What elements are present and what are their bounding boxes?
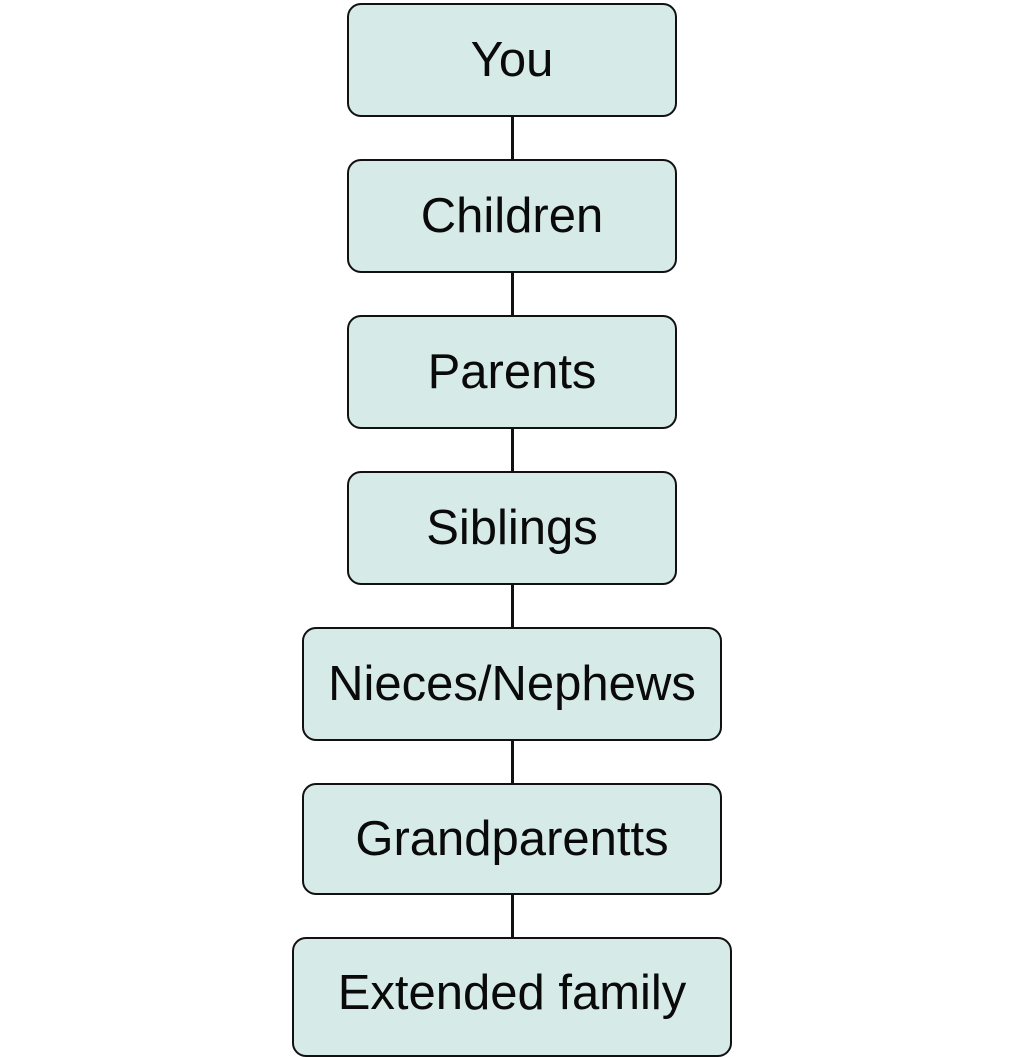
node-label: Nieces/Nephews (328, 657, 696, 711)
connector-line (511, 273, 514, 316)
node-you: You (347, 3, 677, 117)
connector-line (511, 741, 514, 784)
connector-line (511, 585, 514, 628)
node-label: Children (420, 189, 604, 243)
node-parents: Parents (347, 315, 677, 429)
node-label: Grandparentts (355, 812, 669, 866)
node-label: Extended family (337, 966, 687, 1020)
node-extended-family: Extended family (292, 937, 732, 1057)
node-children: Children (347, 159, 677, 273)
node-label: Siblings (426, 501, 598, 555)
connector-line (511, 429, 514, 472)
connector-line (511, 117, 514, 160)
node-siblings: Siblings (347, 471, 677, 585)
node-label: You (470, 33, 554, 87)
node-nieces-nephews: Nieces/Nephews (302, 627, 722, 741)
node-grandparents: Grandparentts (302, 783, 722, 895)
connector-line (511, 895, 514, 938)
node-label: Parents (427, 345, 597, 399)
